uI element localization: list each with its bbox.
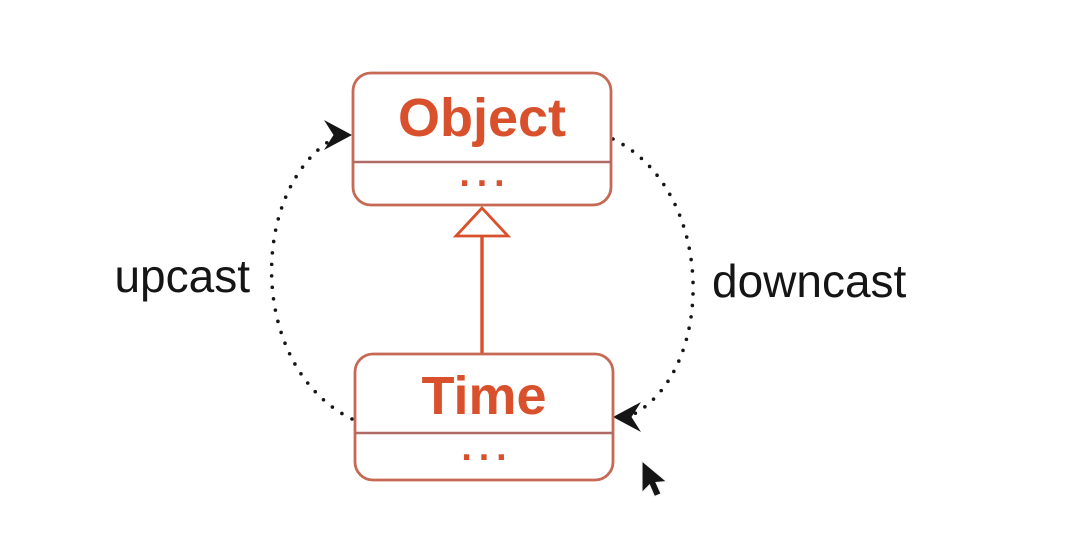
generalization-triangle-icon — [452, 205, 512, 238]
time-box-title: Time — [421, 366, 546, 426]
downcast-label: downcast — [712, 255, 907, 307]
class-box-time: Time ... — [353, 352, 615, 482]
downcast-edge — [611, 137, 695, 432]
upcast-arrowhead-icon — [324, 120, 352, 150]
time-box-frame — [353, 352, 615, 482]
time-box-members: ... — [461, 433, 513, 468]
mouse-cursor-icon — [641, 459, 668, 498]
class-box-object: Object ... — [351, 71, 613, 207]
generalization-edge — [452, 205, 512, 356]
upcast-edge — [269, 120, 354, 421]
object-box-members: ... — [459, 159, 511, 194]
upcast-dotted-arc — [269, 136, 354, 421]
downcast-dotted-arc — [611, 137, 695, 416]
object-box-title: Object — [398, 88, 566, 148]
upcast-label: upcast — [114, 250, 250, 302]
object-box-frame — [351, 71, 613, 207]
downcast-arrowhead-icon — [613, 402, 641, 432]
